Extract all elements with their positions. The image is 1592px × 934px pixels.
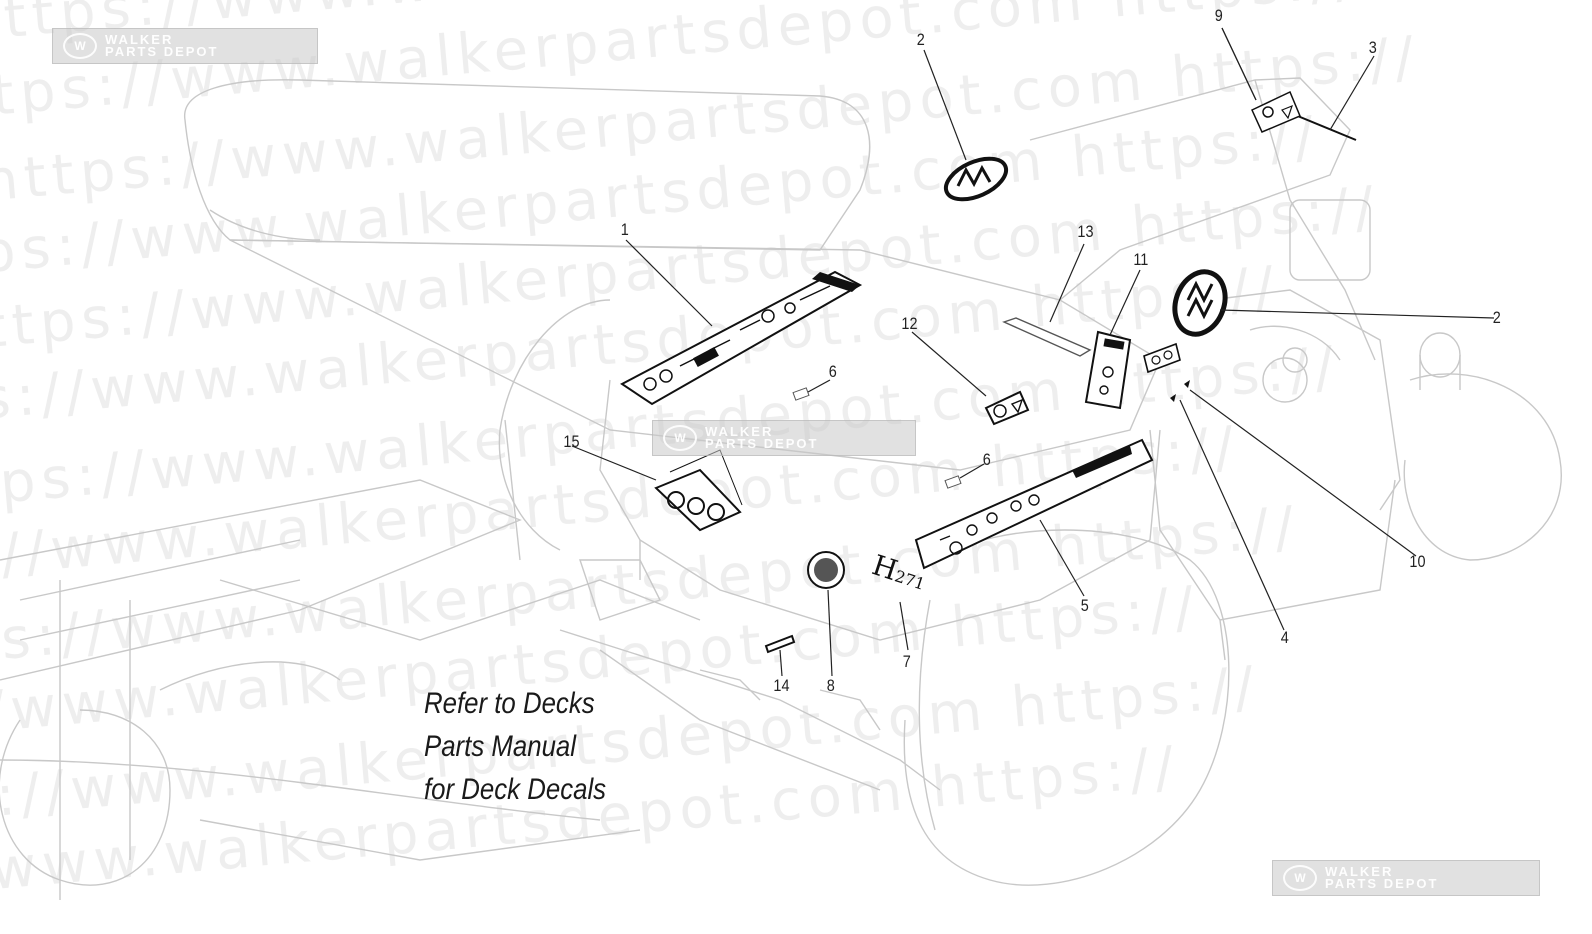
leader-lines <box>571 27 1495 677</box>
decal-6 <box>944 475 962 489</box>
decal-6 <box>792 387 810 401</box>
callout-7: 7 <box>902 652 911 671</box>
callout-3: 3 <box>1368 38 1377 57</box>
decal-10 <box>1143 342 1181 374</box>
decal-13 <box>1002 317 1092 357</box>
badge-line1: WALKER <box>1325 864 1394 879</box>
decal-5 <box>914 438 1154 570</box>
callout-6-upper: 6 <box>828 362 837 381</box>
badge-line2: PARTS DEPOT <box>705 436 819 451</box>
decal-11 <box>1084 330 1132 410</box>
walker-logo-icon: W <box>63 33 97 59</box>
callout-14: 14 <box>773 676 790 695</box>
decal-14 <box>764 634 796 654</box>
decal-9 <box>1251 90 1301 133</box>
badge-line2: PARTS DEPOT <box>1325 876 1439 891</box>
badge-line1: WALKER <box>705 424 774 439</box>
walker-logo-icon: W <box>663 425 697 451</box>
decal-1 <box>620 270 863 406</box>
decal-12 <box>984 390 1030 426</box>
callout-15: 15 <box>563 432 580 451</box>
callout-11: 11 <box>1133 250 1149 269</box>
callout-1: 1 <box>620 220 629 239</box>
note-line-2: Parts Manual <box>424 730 577 763</box>
callout-6-lower: 6 <box>982 450 991 469</box>
callout-4: 4 <box>1280 628 1289 647</box>
deck-decal-note: Refer to Decks Parts Manual for Deck Dec… <box>424 682 606 811</box>
callout-2-seat: 2 <box>916 30 925 49</box>
badge-line1: WALKER <box>105 32 174 47</box>
note-line-3: for Deck Decals <box>424 773 607 806</box>
callout-2-hood: 2 <box>1492 308 1501 327</box>
callout-5: 5 <box>1080 596 1089 615</box>
decal-15 <box>654 449 743 532</box>
decal-8 <box>807 551 845 589</box>
note-line-1: Refer to Decks <box>424 687 595 720</box>
callout-8: 8 <box>826 676 835 695</box>
walker-logo-icon: W <box>1283 865 1317 891</box>
callout-13: 13 <box>1077 222 1094 241</box>
callout-9: 9 <box>1214 6 1223 25</box>
decal-2-hood-logo <box>1172 269 1228 337</box>
badge-line2: PARTS DEPOT <box>105 44 219 59</box>
decal-2-seat-logo <box>943 156 1009 202</box>
callout-10: 10 <box>1409 552 1426 571</box>
decal-4 <box>1170 380 1190 402</box>
callout-12: 12 <box>901 314 918 333</box>
